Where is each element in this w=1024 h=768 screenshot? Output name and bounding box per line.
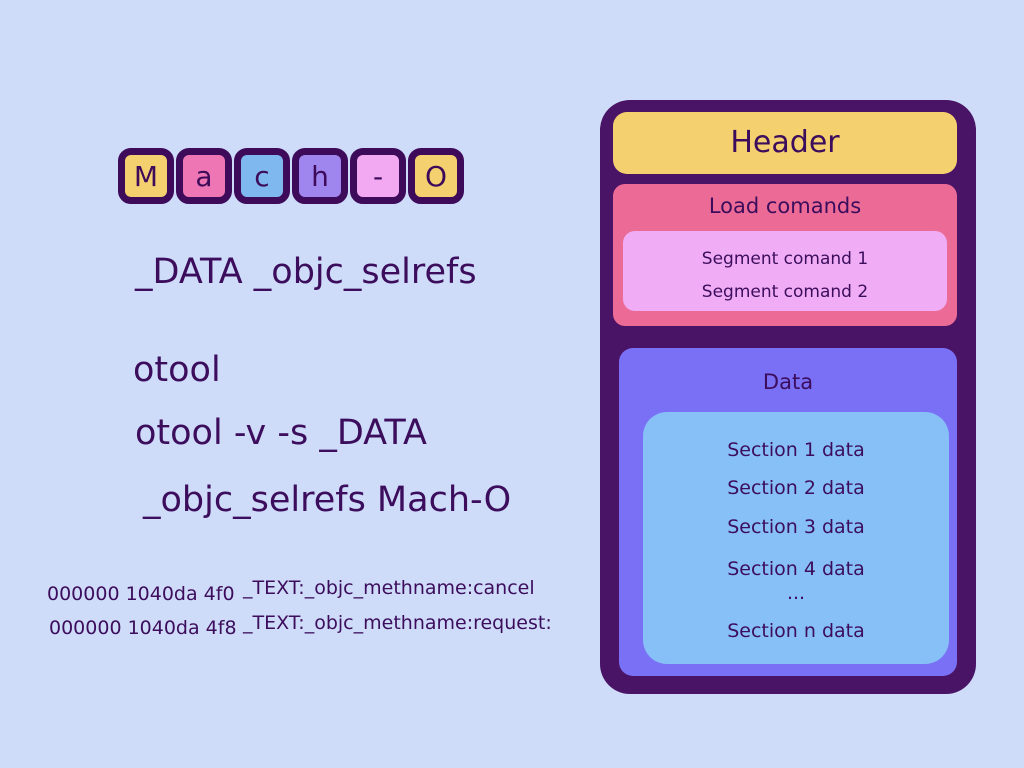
macho-structure-diagram: Header Load comands Segment comand 1 Seg… (600, 100, 976, 694)
section-3-data: Section 3 data (727, 516, 865, 538)
dump-row-1-address: 000000 1040da 4f0 (47, 583, 235, 605)
title-tile: a (176, 148, 232, 204)
segment-commands-box: Segment comand 1 Segment comand 2 (623, 231, 947, 311)
note-otool: otool (133, 350, 221, 390)
data-section: Data Section 1 data Section 2 data Secti… (619, 348, 957, 676)
section-2-data: Section 2 data (727, 477, 865, 499)
title-tile: O (408, 148, 464, 204)
note-selrefs-macho: _objc_selrefs Mach-O (143, 480, 512, 520)
macho-title: M a c h - O (118, 148, 464, 204)
section-ellipsis: ... (786, 582, 806, 604)
header-section: Header (613, 112, 957, 174)
title-tile: c (234, 148, 290, 204)
data-label: Data (762, 370, 814, 394)
header-label: Header (730, 125, 840, 160)
segment-command-2: Segment comand 2 (701, 282, 869, 302)
dump-row-2-text: _TEXT:_objc_methname:request: (243, 612, 552, 634)
section-1-data: Section 1 data (727, 439, 865, 461)
section-n-data: Section n data (727, 620, 865, 642)
segment-command-1: Segment comand 1 (701, 249, 869, 269)
title-tile: - (350, 148, 406, 204)
note-data-selrefs: _DATA _objc_selrefs (135, 252, 477, 292)
load-commands-label: Load comands (708, 194, 862, 218)
title-tile: h (292, 148, 348, 204)
load-commands-section: Load comands Segment comand 1 Segment co… (613, 184, 957, 326)
title-tile: M (118, 148, 174, 204)
note-otool-command: otool -v -s _DATA (135, 413, 427, 453)
dump-row-2-address: 000000 1040da 4f8 (49, 617, 237, 639)
section-4-data: Section 4 data (727, 558, 865, 580)
dump-row-1-text: _TEXT:_objc_methname:cancel (243, 577, 535, 599)
sections-box: Section 1 data Section 2 data Section 3 … (643, 412, 949, 664)
